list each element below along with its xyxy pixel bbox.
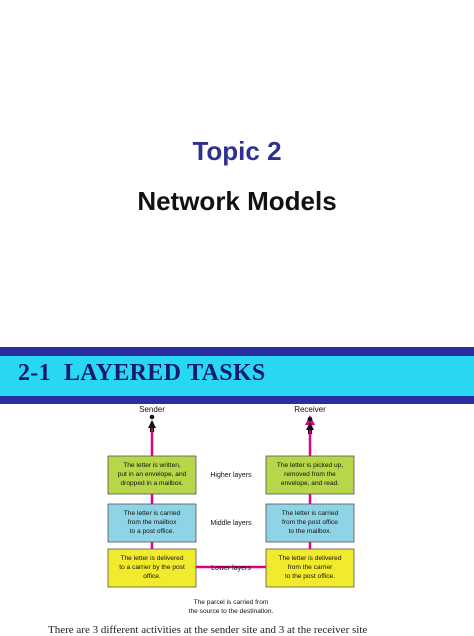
transmission-path: [150, 422, 312, 569]
receiver-lower-text-3: to the post office.: [285, 573, 335, 580]
cut-off-body-text: There are 3 different activities at the …: [48, 624, 368, 636]
receiver-middle-text-1: The letter is carried: [282, 510, 339, 517]
sender-person-icon: [148, 414, 156, 432]
sender-higher-text-3: dropped in a mailbox.: [120, 480, 183, 487]
receiver-higher-text-1: The letter is picked up,: [277, 462, 344, 469]
receiver-middle-layer-box: [265, 503, 355, 543]
sender-label: Sender: [139, 405, 165, 414]
sender-middle-text-3: to a post office.: [130, 528, 175, 535]
section-header-stripe: [0, 356, 474, 396]
transit-caption-line-1: The parcel is carried from: [194, 599, 269, 606]
layered-tasks-diagram: Sender Receiver The letter is written, p…: [107, 405, 355, 615]
section-title: LAYERED TASKS: [64, 360, 266, 386]
sender-higher-text-2: put in an envelope, and: [118, 471, 187, 478]
receiver-higher-text-3: envelope, and read.: [281, 480, 339, 487]
sender-higher-layer-box: [107, 455, 197, 495]
lower-layers-label: Lower layers: [211, 565, 251, 572]
section-heading: 2-1 LAYERED TASKS: [18, 360, 266, 387]
section-number: 2-1: [18, 360, 51, 386]
sender-middle-text-1: The letter is carried: [124, 510, 181, 517]
slide-subtitle: Network Models: [137, 186, 337, 216]
higher-layers-label: Higher layers: [210, 472, 252, 479]
transit-caption-line-2: the source to the destination.: [189, 608, 274, 615]
receiver-label: Receiver: [294, 405, 326, 414]
title-slide: Topic 2 Network Models: [137, 136, 337, 216]
receiver-middle-text-2: from the post office: [282, 519, 338, 526]
layered-tasks-figure: Sender Receiver The letter is written, p…: [0, 404, 474, 632]
receiver-person-icon: [306, 416, 314, 434]
sender-lower-text-3: office.: [143, 573, 161, 580]
middle-layers-label: Middle layers: [210, 520, 252, 527]
sender-lower-text-1: The letter is delivered: [120, 555, 183, 562]
sender-lower-text-2: to a carrier by the post: [119, 564, 185, 571]
receiver-lower-text-2: from the carrier: [288, 564, 334, 571]
sender-higher-text-1: The letter is written,: [123, 462, 181, 469]
receiver-lower-text-1: The letter is delivered: [278, 555, 341, 562]
sender-lower-layer-box: [107, 548, 197, 588]
receiver-higher-layer-box: [265, 455, 355, 495]
receiver-lower-layer-box: [265, 548, 355, 588]
slide-topic-title: Topic 2: [192, 136, 282, 166]
receiver-middle-text-3: to the mailbox.: [289, 528, 332, 535]
sender-middle-text-2: from the mailbox: [128, 519, 177, 526]
receiver-higher-text-2: removed from the: [284, 471, 336, 478]
sender-middle-layer-box: [107, 503, 197, 543]
